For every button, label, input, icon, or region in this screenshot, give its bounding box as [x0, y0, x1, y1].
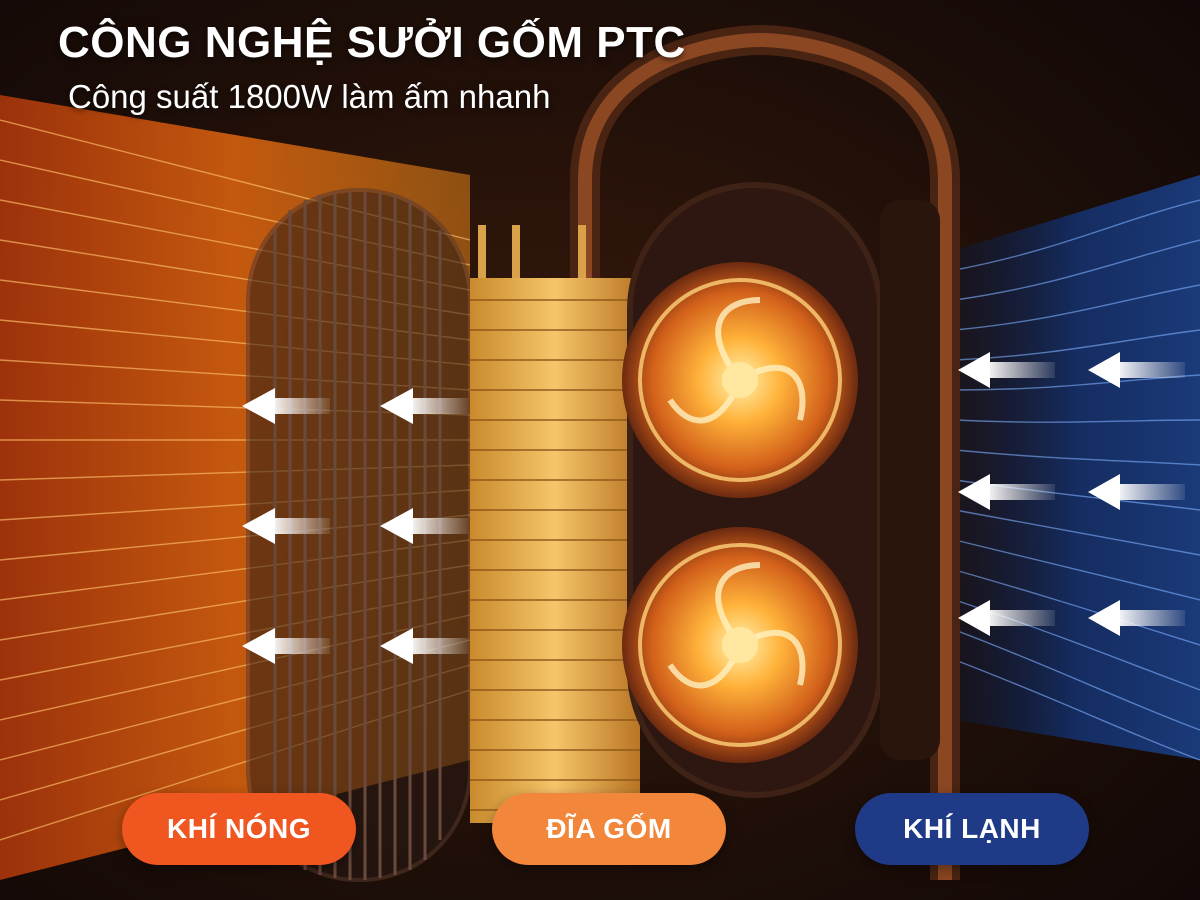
lower-fan — [622, 527, 858, 763]
arrow-left-icon — [958, 474, 1055, 510]
front-grille — [246, 188, 472, 882]
hot-air-arrows — [242, 388, 468, 664]
arrow-left-icon — [380, 388, 468, 424]
upper-fan — [622, 262, 858, 498]
arrow-left-icon — [242, 628, 330, 664]
arrow-left-icon — [958, 352, 1055, 388]
arrow-left-icon — [1088, 600, 1185, 636]
arrow-left-icon — [1088, 352, 1185, 388]
arrow-left-icon — [380, 508, 468, 544]
cold-air-arrows — [958, 352, 1185, 636]
arrow-left-icon — [242, 508, 330, 544]
arrow-left-icon — [380, 628, 468, 664]
arrow-left-icon — [958, 600, 1055, 636]
arrow-left-icon — [242, 388, 330, 424]
heater-handle — [570, 24, 960, 880]
arrow-left-icon — [1088, 474, 1185, 510]
ptc-ceramic-element — [470, 225, 640, 823]
